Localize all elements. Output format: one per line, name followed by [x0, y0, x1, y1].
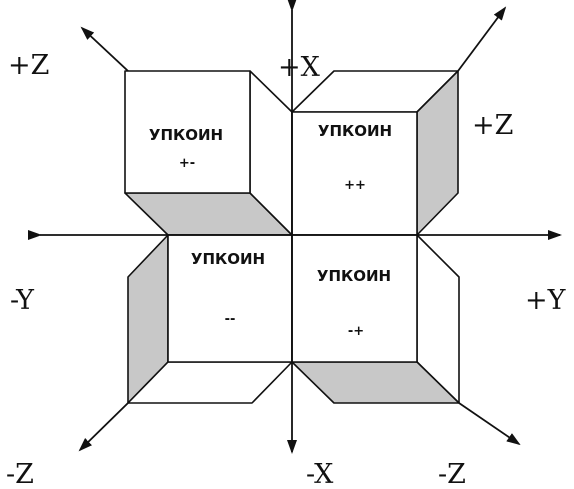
- label-minus-z-right: -Z: [438, 459, 466, 489]
- axes: [28, 0, 562, 454]
- block-bottom-right-title: УПКОИН: [317, 267, 391, 285]
- block-top-left: УПКОИН +-: [124, 70, 293, 236]
- block-top-right-title: УПКОИН: [318, 122, 392, 140]
- block-bottom-right-sign: -+: [348, 324, 364, 339]
- axis-labels: +Z +X +Z -Y +Y -Z -X -Z: [6, 50, 567, 489]
- block-top-right-sign: ++: [344, 178, 366, 193]
- label-plus-z-left: +Z: [8, 50, 49, 81]
- block-top-right: УПКОИН ++: [291, 70, 459, 236]
- block-top-left-sign: +-: [179, 156, 195, 171]
- label-plus-z-right: +Z: [472, 110, 513, 141]
- z-axis-lower-right-arrow: [458, 402, 521, 446]
- block-bottom-left-title: УПКОИН: [191, 250, 265, 268]
- block-top-left-title: УПКОИН: [149, 126, 223, 144]
- label-minus-x: -X: [306, 459, 334, 489]
- z-axis-upper-right-arrow: [457, 6, 507, 72]
- label-plus-x: +X: [278, 52, 321, 83]
- block-bottom-right-front-face: [291, 234, 418, 363]
- block-bottom-left: УПКОИН --: [127, 234, 293, 404]
- z-axis-lower-left-arrow: [78, 402, 129, 452]
- block-bottom-left-sign: --: [225, 312, 236, 327]
- block-bottom-right: УПКОИН -+: [291, 234, 460, 404]
- label-minus-z-left: -Z: [6, 459, 34, 489]
- z-axis-upper-left-arrow: [80, 26, 129, 72]
- label-minus-y: -Y: [10, 285, 35, 316]
- block-bottom-left-front-face: [167, 234, 293, 363]
- label-plus-y: +Y: [525, 285, 567, 316]
- block-top-left-front-face: [124, 70, 251, 194]
